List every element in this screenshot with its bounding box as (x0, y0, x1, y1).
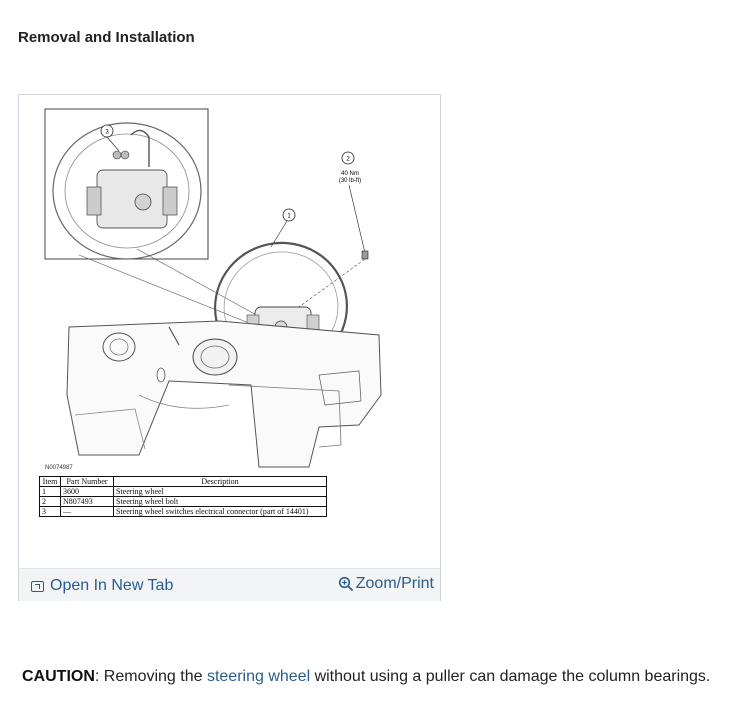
table-row: 3 — Steering wheel switches electrical c… (39, 506, 327, 517)
row-item: 3 (39, 506, 61, 517)
external-link-icon (31, 580, 44, 592)
row-item: 1 (39, 486, 61, 497)
section-title: Removal and Installation (18, 29, 195, 46)
steering-wheel-diagram[interactable]: 3 2 40 Nm (30 lb-ft) 1 (19, 95, 440, 568)
steering-wheel-link[interactable]: steering wheel (206, 668, 311, 685)
row-item: 2 (39, 496, 61, 507)
open-in-new-tab-label: Open In New Tab (50, 577, 174, 594)
figure-code: N0074987 (45, 465, 73, 471)
table-row: 1 3600 Steering wheel (39, 486, 327, 497)
row-part-number: 3600 (60, 486, 114, 497)
zoom-print-label: Zoom/Print (355, 575, 434, 592)
row-description: Steering wheel bolt (113, 496, 327, 507)
caution-text-before: : Removing the (94, 668, 207, 685)
torque-lbft: (30 lb-ft) (339, 178, 361, 184)
callout-2: 2 (346, 157, 350, 163)
row-part-number: — (60, 506, 114, 517)
zoom-icon (338, 576, 353, 592)
callout-3: 3 (105, 130, 109, 136)
table-header-row: Item Part Number Description (39, 476, 327, 487)
table-row: 2 N807493 Steering wheel bolt (39, 496, 327, 507)
open-in-new-tab-link[interactable]: Open In New Tab (31, 577, 173, 595)
caution-note: CAUTION: Removing the steering wheel wit… (22, 668, 710, 686)
header-part-number: Part Number (60, 476, 114, 487)
caution-label: CAUTION (22, 668, 95, 685)
zoom-print-link[interactable]: Zoom/Print (338, 575, 434, 593)
parts-table: Item Part Number Description 1 3600 Stee… (39, 476, 327, 517)
header-description: Description (113, 476, 327, 487)
callout-1: 1 (287, 214, 291, 220)
row-description: Steering wheel switches electrical conne… (113, 506, 327, 517)
row-description: Steering wheel (113, 486, 327, 497)
diagram-illustration: 3 2 40 Nm (30 lb-ft) 1 (44, 108, 382, 468)
figure-container: 3 2 40 Nm (30 lb-ft) 1 (18, 94, 441, 601)
row-part-number: N807493 (60, 496, 114, 507)
figure-footer: Open In New Tab Zoom/Print (19, 568, 440, 601)
caution-text-after: without using a puller can damage the co… (310, 668, 711, 685)
torque-nm: 40 Nm (341, 171, 359, 177)
header-item: Item (39, 476, 61, 487)
